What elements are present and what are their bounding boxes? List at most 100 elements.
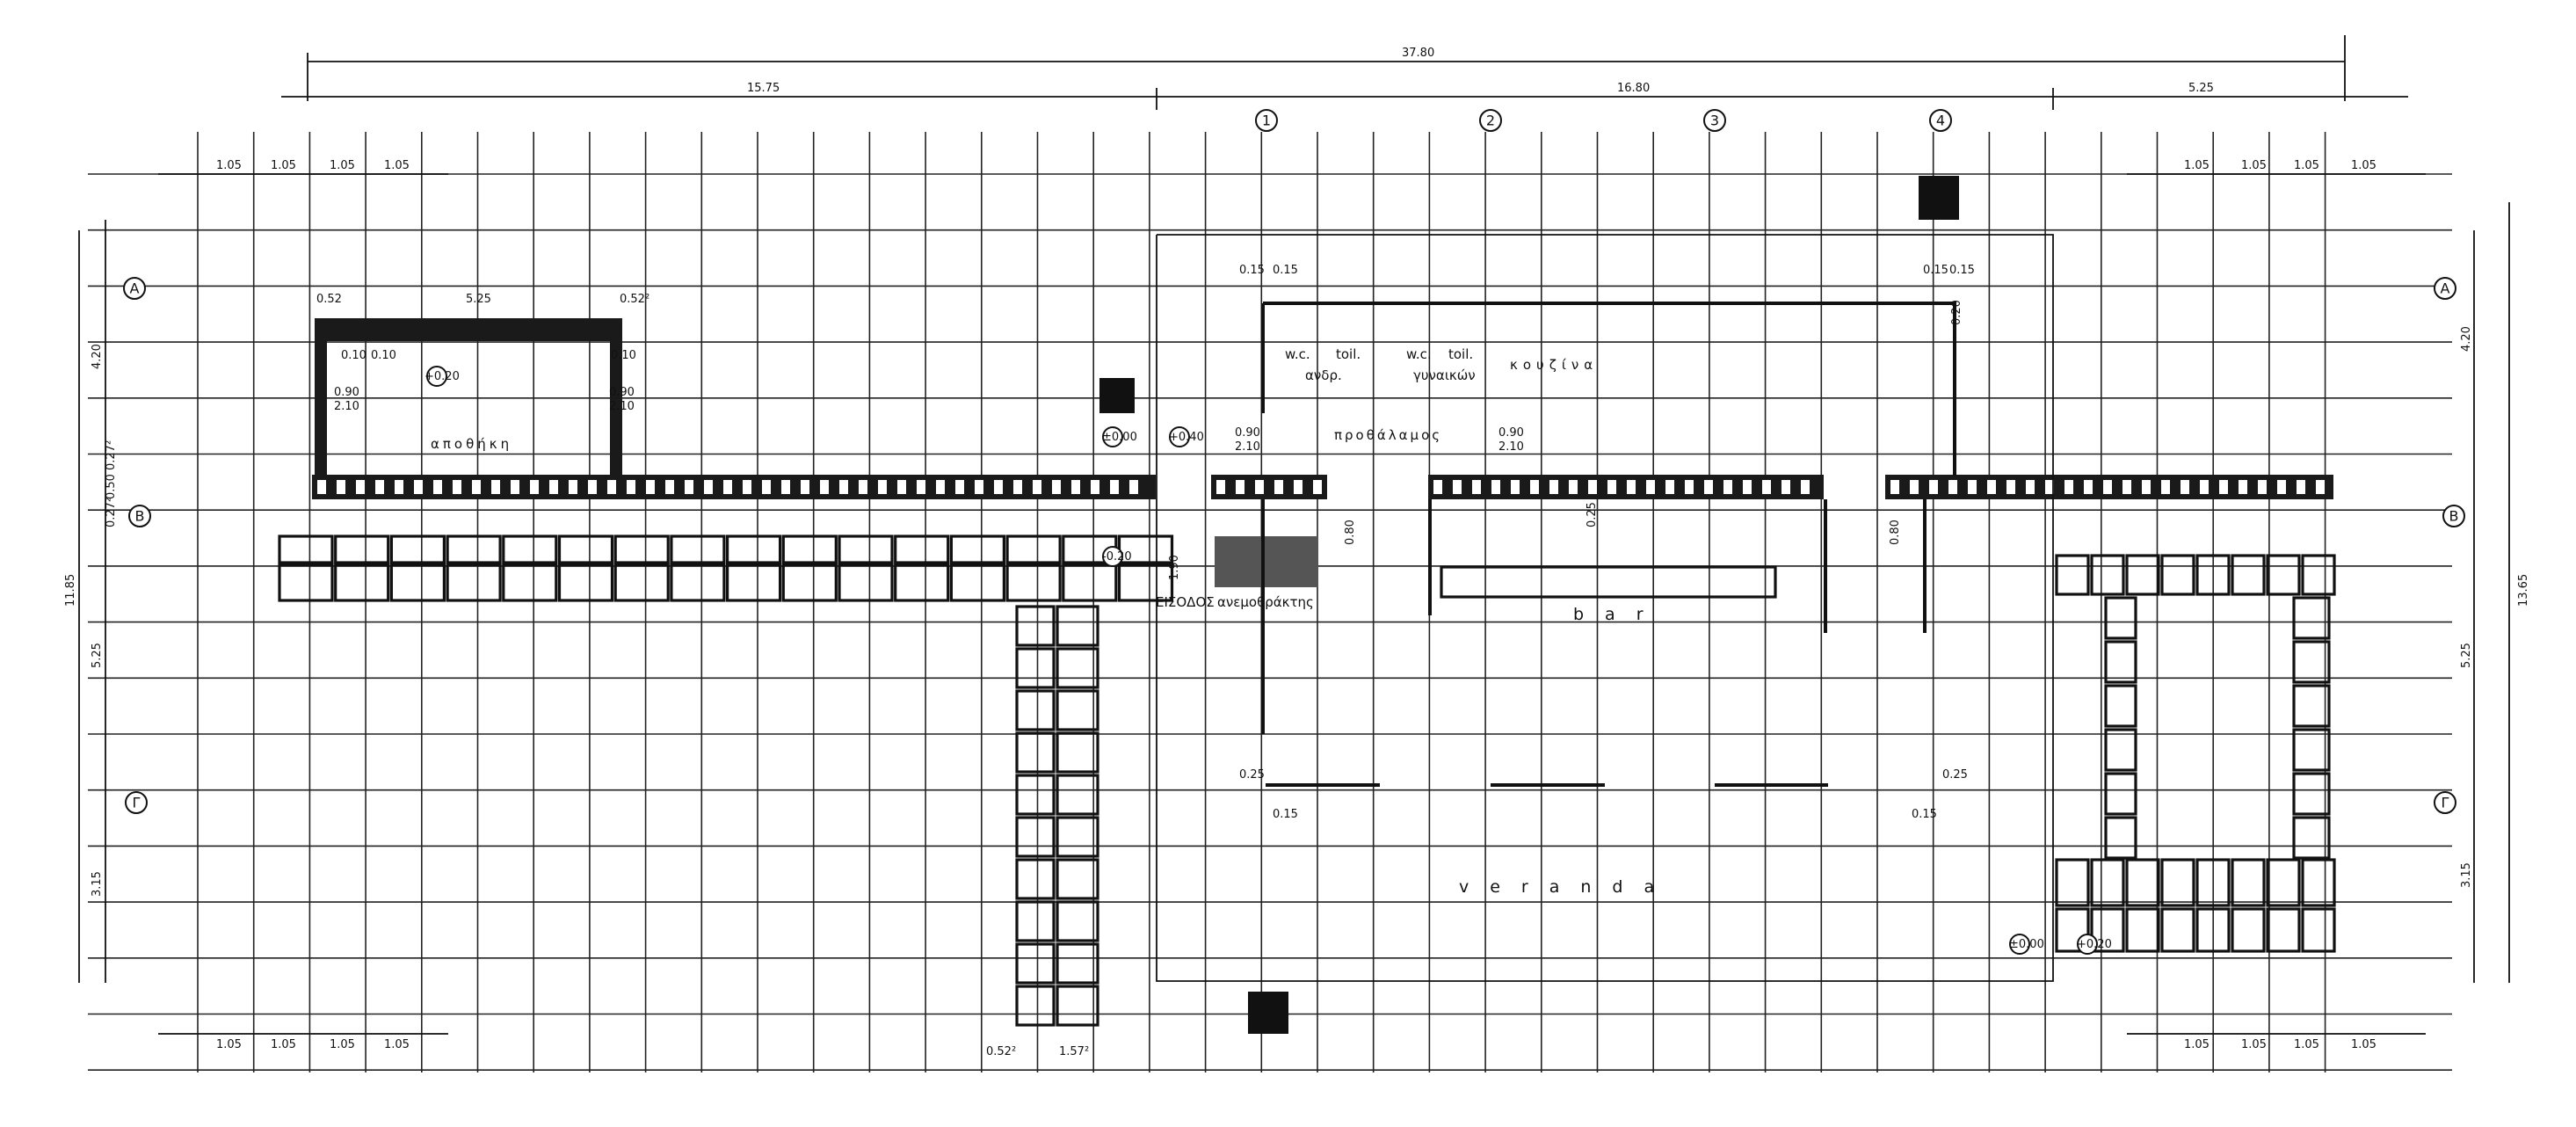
stone-wall-row-b	[312, 475, 2333, 499]
dim-inner-wall: 5.25	[466, 293, 491, 306]
paving-block	[2292, 684, 2331, 728]
axis-markers: 1 2 3 4 Α Β Γ Α	[123, 109, 2465, 814]
dim-door-w-2: 0.90	[609, 386, 635, 399]
paving-block	[2231, 858, 2266, 907]
dim-small-8: 0.25	[1239, 768, 1265, 782]
paving-block	[2195, 858, 2231, 907]
label-kitchen: κουζίνα	[1510, 357, 1598, 373]
pillar-top	[1099, 378, 1135, 413]
dim-row-bg-left: 5.25	[91, 643, 104, 668]
wall-stone	[569, 480, 577, 494]
paving-block	[613, 564, 670, 602]
wall-stone	[1948, 480, 1957, 494]
annotations: 0.52 5.25 0.52² 0.10 0.10 0.10 0.90 2.10…	[105, 264, 1975, 821]
wall-stone	[1033, 480, 1041, 494]
wall-stone	[2200, 480, 2209, 494]
wall-stone	[936, 480, 945, 494]
wall-stone	[1762, 480, 1771, 494]
paving-block	[894, 534, 950, 564]
paving-block	[1015, 816, 1056, 858]
column-axis-3: 3	[1703, 109, 1726, 132]
wall-stone	[781, 480, 790, 494]
paving-block	[838, 534, 894, 564]
dim-door-w-1: 0.90	[334, 386, 359, 399]
module-top-3: 1.05	[330, 159, 355, 172]
wall-stone	[2006, 480, 2015, 494]
paving-block	[1056, 858, 1099, 900]
row-axis-g-left: Γ	[125, 791, 148, 814]
wall-stone	[2122, 480, 2131, 494]
dim-small-6: 0.15	[1923, 264, 1948, 277]
wall-stone	[955, 480, 964, 494]
dim-stack-c: 1.90	[1168, 555, 1181, 580]
paving-block	[2090, 907, 2125, 953]
wall-stone	[549, 480, 558, 494]
paving-block	[725, 564, 782, 602]
paving-block	[1015, 689, 1056, 731]
wall-stone	[2277, 480, 2286, 494]
paving-block	[1015, 942, 1056, 985]
wall-stone	[2297, 480, 2305, 494]
paving-block	[2231, 907, 2266, 953]
wall-stone	[2316, 480, 2325, 494]
paving-block	[2090, 858, 2125, 907]
paving-block	[1056, 605, 1099, 647]
wall-stone	[2219, 480, 2228, 494]
wall-stone	[1890, 480, 1899, 494]
wall-stone	[917, 480, 925, 494]
wall-stone	[1091, 480, 1099, 494]
wall-stone	[1929, 480, 1938, 494]
paving-block	[1056, 647, 1099, 689]
column-axis-1: 1	[1255, 109, 1278, 132]
paving-block	[2292, 728, 2331, 772]
paving-block	[2160, 554, 2195, 596]
paving-block	[2104, 596, 2137, 640]
paving-block	[2125, 554, 2160, 596]
paving-block	[2104, 816, 2137, 860]
paving-block	[1015, 774, 1056, 816]
row-axis-b-right: Β	[2442, 505, 2465, 527]
dim-row-gend-right: 3.15	[2460, 862, 2473, 888]
svg-text:Α: Α	[130, 280, 140, 297]
wall-stone	[1987, 480, 1996, 494]
paving-block	[2195, 907, 2231, 953]
paving-block	[2104, 640, 2137, 684]
module-top-1: 1.05	[216, 159, 242, 172]
paving-block	[334, 564, 390, 602]
wall-stone	[1453, 480, 1462, 494]
wall-stone	[1511, 480, 1520, 494]
paving-block	[670, 534, 726, 564]
windbreak-planter	[1215, 536, 1318, 587]
svg-text:2: 2	[1486, 113, 1495, 129]
wall-stone	[607, 480, 616, 494]
paving-block	[2104, 728, 2137, 772]
svg-text:4: 4	[1936, 113, 1945, 129]
module-bottom-5: 1.05	[2184, 1038, 2210, 1051]
paving-block	[1056, 689, 1099, 731]
wall-stone	[472, 480, 481, 494]
wall-stone	[1472, 480, 1481, 494]
dim-stack-b: 0.25	[1586, 502, 1599, 527]
paving-block	[949, 564, 1006, 602]
dim-row-ab-left: 4.20	[91, 344, 104, 369]
label-entrance: ΕΙΣΟΔΟΣ	[1156, 594, 1215, 610]
module-bottom-3: 1.05	[330, 1038, 355, 1051]
paving-block	[2055, 858, 2090, 907]
wall-stone	[530, 480, 539, 494]
dim-wall-left: 0.52	[316, 293, 342, 306]
wall-stone	[1313, 480, 1322, 494]
dim-door-w-3: 0.90	[1235, 426, 1260, 440]
wall-stone	[491, 480, 500, 494]
paving-block	[389, 564, 446, 602]
dim-small-5: 0.15	[1273, 264, 1298, 277]
label-wc-women-toil: toil.	[1448, 346, 1473, 362]
pavement-left-wing	[278, 534, 1174, 602]
paving-block	[557, 534, 614, 564]
wall-stone	[762, 480, 771, 494]
wall-stone	[2045, 480, 2054, 494]
dim-small-3: 0.10	[611, 349, 636, 362]
storage-top-wall	[315, 318, 622, 476]
room-labels: αποθήκη w.c. toil. ανδρ. w.c. toil. γυνα…	[431, 346, 1654, 897]
paving-block	[838, 564, 894, 602]
wall-stone	[1723, 480, 1732, 494]
